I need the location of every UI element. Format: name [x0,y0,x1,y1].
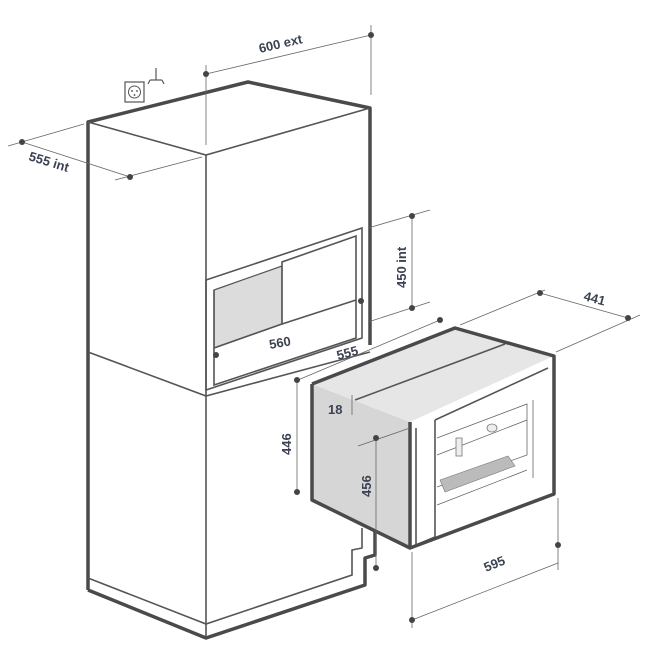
label-450-int: 450 int [394,246,409,288]
dimension-lines [7,25,641,628]
grounding-symbol-icon [147,68,165,85]
coffee-machine [310,326,556,550]
label-595: 595 [482,553,508,575]
power-socket-icon [124,81,145,103]
label-555: 555 [335,343,360,363]
label-456: 456 [359,475,374,497]
label-446: 446 [279,433,294,455]
label-555-int: 555 int [27,149,71,176]
label-441: 441 [582,288,607,308]
label-560: 560 [268,333,292,352]
label-18: 18 [328,402,342,417]
cabinet [86,80,377,640]
